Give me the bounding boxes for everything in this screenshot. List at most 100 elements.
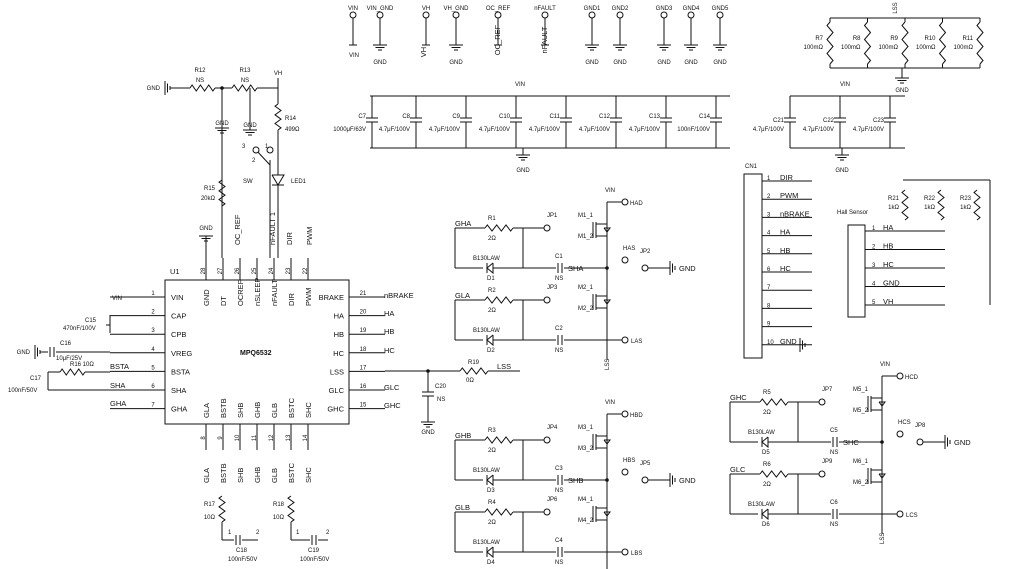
hall-pin-number: 5 xyxy=(872,300,876,306)
cn1-pin-number: 4 xyxy=(767,231,771,237)
pin-num: 1 xyxy=(265,144,269,150)
terminal-name: VIN_GND xyxy=(367,6,394,12)
resistor xyxy=(938,21,947,65)
hall-connector-body xyxy=(847,224,866,318)
cap-ref: C21 xyxy=(773,118,785,124)
cap-value: 4.7μF/100V xyxy=(379,127,410,133)
ic-pin-number: 8 xyxy=(201,436,207,440)
gate-net: GHB xyxy=(455,431,471,440)
diode xyxy=(761,508,769,521)
cn1-pin-number: 5 xyxy=(767,249,771,255)
cn1-pin-number: 6 xyxy=(767,267,771,273)
gate-resistor-ref: R1 xyxy=(488,216,496,222)
terminal-pin xyxy=(621,256,629,264)
terminal-pin xyxy=(621,410,629,418)
hall-pin-label: VH xyxy=(883,297,893,306)
ic-pin-name: BSTB xyxy=(219,398,228,418)
c18-value: 100nF/50V xyxy=(228,557,257,563)
ic-pin-name: GLB xyxy=(270,403,279,418)
diode-ref: D6 xyxy=(762,522,770,528)
terminal-net: OC_REF xyxy=(493,24,502,55)
ic-pin-name: OCREF xyxy=(236,279,245,306)
terminal-net: nFAULT xyxy=(540,26,549,53)
cap-value: 4.7μF/100V xyxy=(853,127,884,133)
r14-ref: R14 xyxy=(285,116,297,122)
ic-pin-name: GND xyxy=(202,289,211,306)
terminal-pin xyxy=(621,336,629,344)
ic-pin-name: GHC xyxy=(327,405,344,414)
resistor xyxy=(901,189,909,221)
terminal-pin xyxy=(621,468,629,476)
diode-ref: D1 xyxy=(487,276,495,282)
junction-dot xyxy=(605,266,609,270)
resistor-ref: R9 xyxy=(890,36,898,42)
terminal-pin xyxy=(616,11,624,19)
terminal-pin xyxy=(641,264,649,272)
terminal-pin xyxy=(916,438,924,446)
terminal-name: VH_GND xyxy=(443,6,469,12)
r15-ref: R15 xyxy=(204,186,216,192)
diode-part: B130LAW xyxy=(473,468,500,474)
gate-resistor-value: 2Ω xyxy=(488,236,496,242)
terminal-name: GND5 xyxy=(712,6,729,12)
hall-pin-label: HB xyxy=(883,242,893,251)
ic-pin-number: 5 xyxy=(151,365,155,371)
junction-dot xyxy=(220,86,224,90)
mosfet-ref: M2_2 xyxy=(578,306,594,312)
mosfet-body-diode xyxy=(603,511,611,517)
bootstrap-cap-ref: C1 xyxy=(555,254,563,260)
terminal-pin xyxy=(252,146,260,154)
r13-ref: R13 xyxy=(239,68,251,74)
gate-resistor-ref: R3 xyxy=(488,428,496,434)
resistor xyxy=(826,21,834,65)
ic-pin-name: HB xyxy=(334,330,344,339)
net-label: DIR xyxy=(285,232,294,246)
wire xyxy=(106,315,111,326)
cn1-pin-label: DIR xyxy=(780,173,794,182)
resistor xyxy=(901,21,909,65)
net-label: OC_REF xyxy=(233,214,242,245)
vin-label: VIN xyxy=(880,362,890,368)
gate-net: GHA xyxy=(455,219,471,228)
gnd-label: GND xyxy=(373,60,387,66)
resistor xyxy=(287,495,295,523)
pin-num: 3 xyxy=(242,144,246,150)
diode-part: B130LAW xyxy=(473,328,500,334)
r14-value: 499Ω xyxy=(285,127,300,133)
ic-pin-number: 27 xyxy=(218,267,224,274)
hall-title: Hall Sensor xyxy=(837,210,868,216)
terminal-name: GND1 xyxy=(584,6,601,12)
jumper-ref: JP9 xyxy=(822,459,833,465)
ic-pin-number: 13 xyxy=(286,434,292,441)
gnd-label: GND xyxy=(954,438,971,447)
sense-node: HCS xyxy=(898,420,911,426)
c17-value: 100nF/50V xyxy=(8,388,37,394)
resistor-value: 100mΩ xyxy=(879,45,899,51)
vin-label: VIN xyxy=(840,82,850,88)
hall-pin-label: HA xyxy=(883,223,893,232)
cap-ref: C11 xyxy=(549,114,560,120)
c18-ref: C18 xyxy=(236,548,248,554)
gnd-label: GND xyxy=(679,264,696,273)
terminal-pin xyxy=(660,11,668,19)
c15-value: 470nF/100V xyxy=(63,326,96,332)
cap-ref: C13 xyxy=(649,114,661,120)
c15-ref: C15 xyxy=(85,318,97,324)
bootstrap-cap-ref: C5 xyxy=(830,428,838,434)
resistor xyxy=(484,436,514,444)
gnd-label: GND xyxy=(243,123,257,129)
cap-ref: C9 xyxy=(452,114,460,120)
ic-pin-number: 17 xyxy=(360,365,367,371)
resistor xyxy=(973,189,981,221)
vin-label: VIN xyxy=(605,400,615,406)
gnd-label: GND xyxy=(421,430,435,436)
led-label: LED1 xyxy=(291,179,307,185)
net-label: SHB xyxy=(236,468,245,483)
ic-pin-number: 10 xyxy=(235,434,241,441)
ic-pin-name: SHA xyxy=(171,386,186,395)
terminal-pin xyxy=(543,508,551,516)
terminal-net: VH xyxy=(419,47,428,57)
net-label: HB xyxy=(384,327,394,336)
net-label: nBRAKE xyxy=(384,291,414,300)
ic-pin-number: 15 xyxy=(360,403,367,409)
